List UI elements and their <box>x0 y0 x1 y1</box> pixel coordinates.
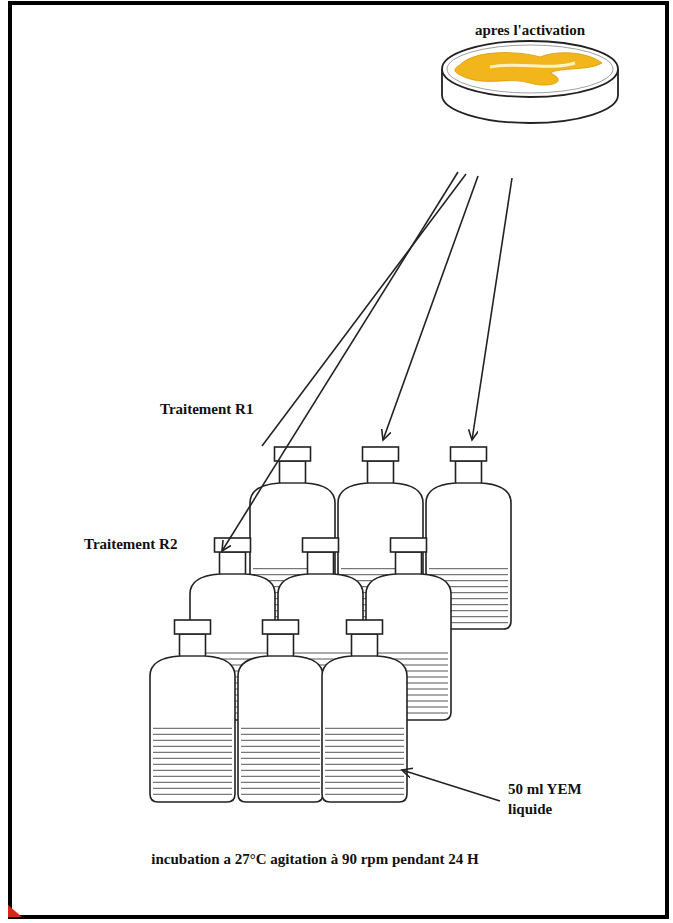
bottle-body <box>322 634 407 802</box>
bottle-body <box>238 634 323 802</box>
incubation-note: incubation a 27°C agitation à 90 rpm pen… <box>150 850 480 870</box>
liquid-line <box>241 728 320 729</box>
liquid-line <box>153 746 232 747</box>
bottle-cap <box>451 447 487 461</box>
dish-rim <box>442 41 618 97</box>
liquid-line <box>325 734 404 735</box>
liquid-line <box>325 752 404 753</box>
bottle-neck <box>368 482 394 483</box>
bottle-cap <box>347 620 383 634</box>
petri-dish: apres l'activation <box>430 22 630 152</box>
liquid-line <box>241 758 320 759</box>
bottle-neck <box>220 573 246 574</box>
bottle-cap <box>215 538 251 552</box>
liquid-line <box>429 568 508 569</box>
bottle-cap <box>303 538 339 552</box>
arrow <box>472 178 512 440</box>
bottle-cap <box>263 620 299 634</box>
bottle-body <box>150 634 235 802</box>
dish-drawing <box>430 22 630 152</box>
liquid-line <box>153 758 232 759</box>
bottle-cap <box>391 538 427 552</box>
arrow <box>262 174 466 446</box>
liquid-line <box>241 734 320 735</box>
liquid-line <box>241 788 320 789</box>
liquid-line <box>325 770 404 771</box>
bottle <box>322 620 407 802</box>
dish-title: apres l'activation <box>430 22 630 39</box>
bottle-neck <box>456 482 482 483</box>
liquid-line <box>153 794 232 795</box>
liquid-line <box>241 782 320 783</box>
bottle-neck <box>308 573 334 574</box>
bottle <box>150 620 235 802</box>
liquid-line <box>369 653 448 654</box>
corner-mark <box>8 905 22 917</box>
liquid-line <box>153 788 232 789</box>
bottle-neck <box>268 655 294 656</box>
culture-streak <box>490 63 575 67</box>
liquid-line <box>325 764 404 765</box>
frame <box>10 3 667 917</box>
liquid-line <box>325 782 404 783</box>
arrow <box>383 176 478 440</box>
liquid-line <box>153 770 232 771</box>
leader-arrow <box>402 770 500 801</box>
volume-label: 50 ml YEM liquide <box>508 780 588 819</box>
bottle-neck <box>280 482 306 483</box>
liquid-line <box>153 752 232 753</box>
liquid-line <box>241 746 320 747</box>
liquid-line <box>325 776 404 777</box>
bacterial-culture <box>455 53 602 86</box>
liquid-line <box>241 794 320 795</box>
liquid-line <box>325 728 404 729</box>
liquid-line <box>153 764 232 765</box>
bottle-neck <box>352 655 378 656</box>
treatment-label: Traitement R2 <box>84 535 224 555</box>
treatment-label: Traitement R1 <box>160 400 300 420</box>
liquid-line <box>429 574 508 575</box>
bottle <box>238 620 323 802</box>
liquid-line <box>241 770 320 771</box>
bottle-cap <box>175 620 211 634</box>
bottles <box>150 447 511 802</box>
bottle-neck <box>396 573 422 574</box>
liquid-line <box>153 782 232 783</box>
liquid-line <box>241 752 320 753</box>
liquid-line <box>325 740 404 741</box>
liquid-line <box>153 734 232 735</box>
liquid-line <box>325 788 404 789</box>
liquid-line <box>153 776 232 777</box>
arrows <box>222 172 512 801</box>
liquid-line <box>241 776 320 777</box>
liquid-line <box>325 746 404 747</box>
dish-inner <box>447 45 613 93</box>
bottle-cap <box>363 447 399 461</box>
arrow <box>222 172 458 551</box>
bottle-neck <box>180 655 206 656</box>
liquid-line <box>153 740 232 741</box>
liquid-line <box>241 764 320 765</box>
liquid-line <box>325 794 404 795</box>
liquid-line <box>325 758 404 759</box>
liquid-line <box>241 740 320 741</box>
liquid-line <box>153 728 232 729</box>
